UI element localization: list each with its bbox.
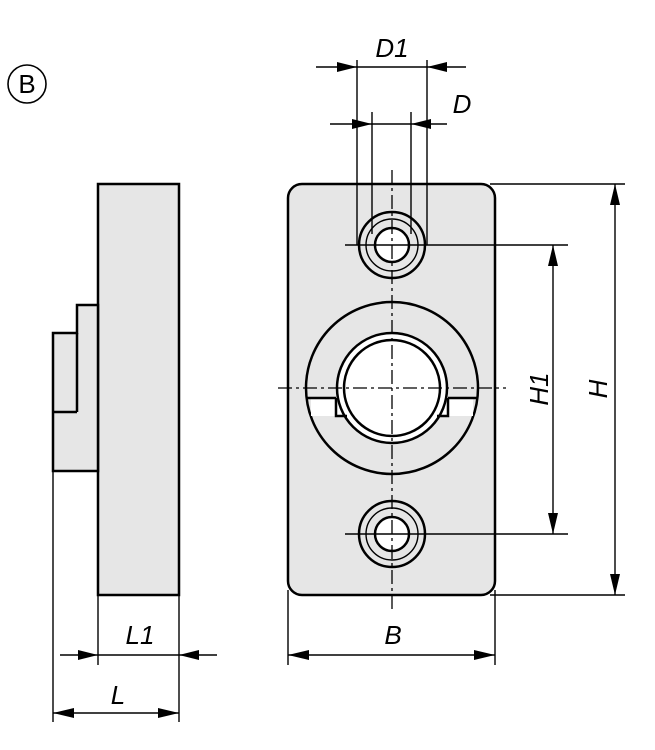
front-view: [278, 60, 625, 665]
dim-B-arrow-left: [288, 650, 309, 660]
dim-D1-label: D1: [375, 33, 408, 63]
dim-H-arrow-top: [610, 184, 620, 205]
dimension-B: B: [288, 620, 495, 660]
view-label-text: B: [18, 69, 35, 99]
side-view-body: [96, 182, 181, 597]
dim-D-arrow-left: [352, 119, 372, 129]
dimension-D: D: [330, 89, 471, 129]
dim-H1-arrow-top: [548, 245, 558, 266]
dim-H1-label: H1: [524, 372, 554, 405]
dimension-H: H: [583, 184, 620, 595]
dim-L1-arrow-left: [78, 650, 98, 660]
dimension-D1: D1: [316, 33, 466, 72]
dim-H-label: H: [583, 379, 613, 398]
dim-H1-arrow-bottom: [548, 513, 558, 534]
side-view-step: [51, 303, 100, 473]
dimension-H1: H1: [524, 245, 558, 534]
dimension-L1: L1: [60, 620, 217, 660]
dim-H-arrow-bottom: [610, 574, 620, 595]
center-bore-key-left: [334, 398, 347, 418]
dimension-L: L: [53, 680, 179, 718]
view-label-circle: [7, 64, 47, 104]
dim-B-label: B: [384, 620, 401, 650]
dim-B-arrow-right: [474, 650, 495, 660]
dim-L-label: L: [111, 680, 125, 710]
dim-L1-label: L1: [126, 620, 155, 650]
dim-L1-arrow-right: [179, 650, 199, 660]
view-label-group: B: [7, 64, 47, 104]
dim-D-arrow-right: [411, 119, 431, 129]
dim-L-arrow-right: [158, 708, 179, 718]
dim-D-label: D: [453, 89, 472, 119]
dim-D1-arrow-left: [337, 62, 357, 72]
dim-L-arrow-left: [53, 708, 74, 718]
center-bore-key-right: [437, 398, 450, 418]
side-view: [51, 182, 181, 722]
dim-D1-arrow-right: [427, 62, 447, 72]
